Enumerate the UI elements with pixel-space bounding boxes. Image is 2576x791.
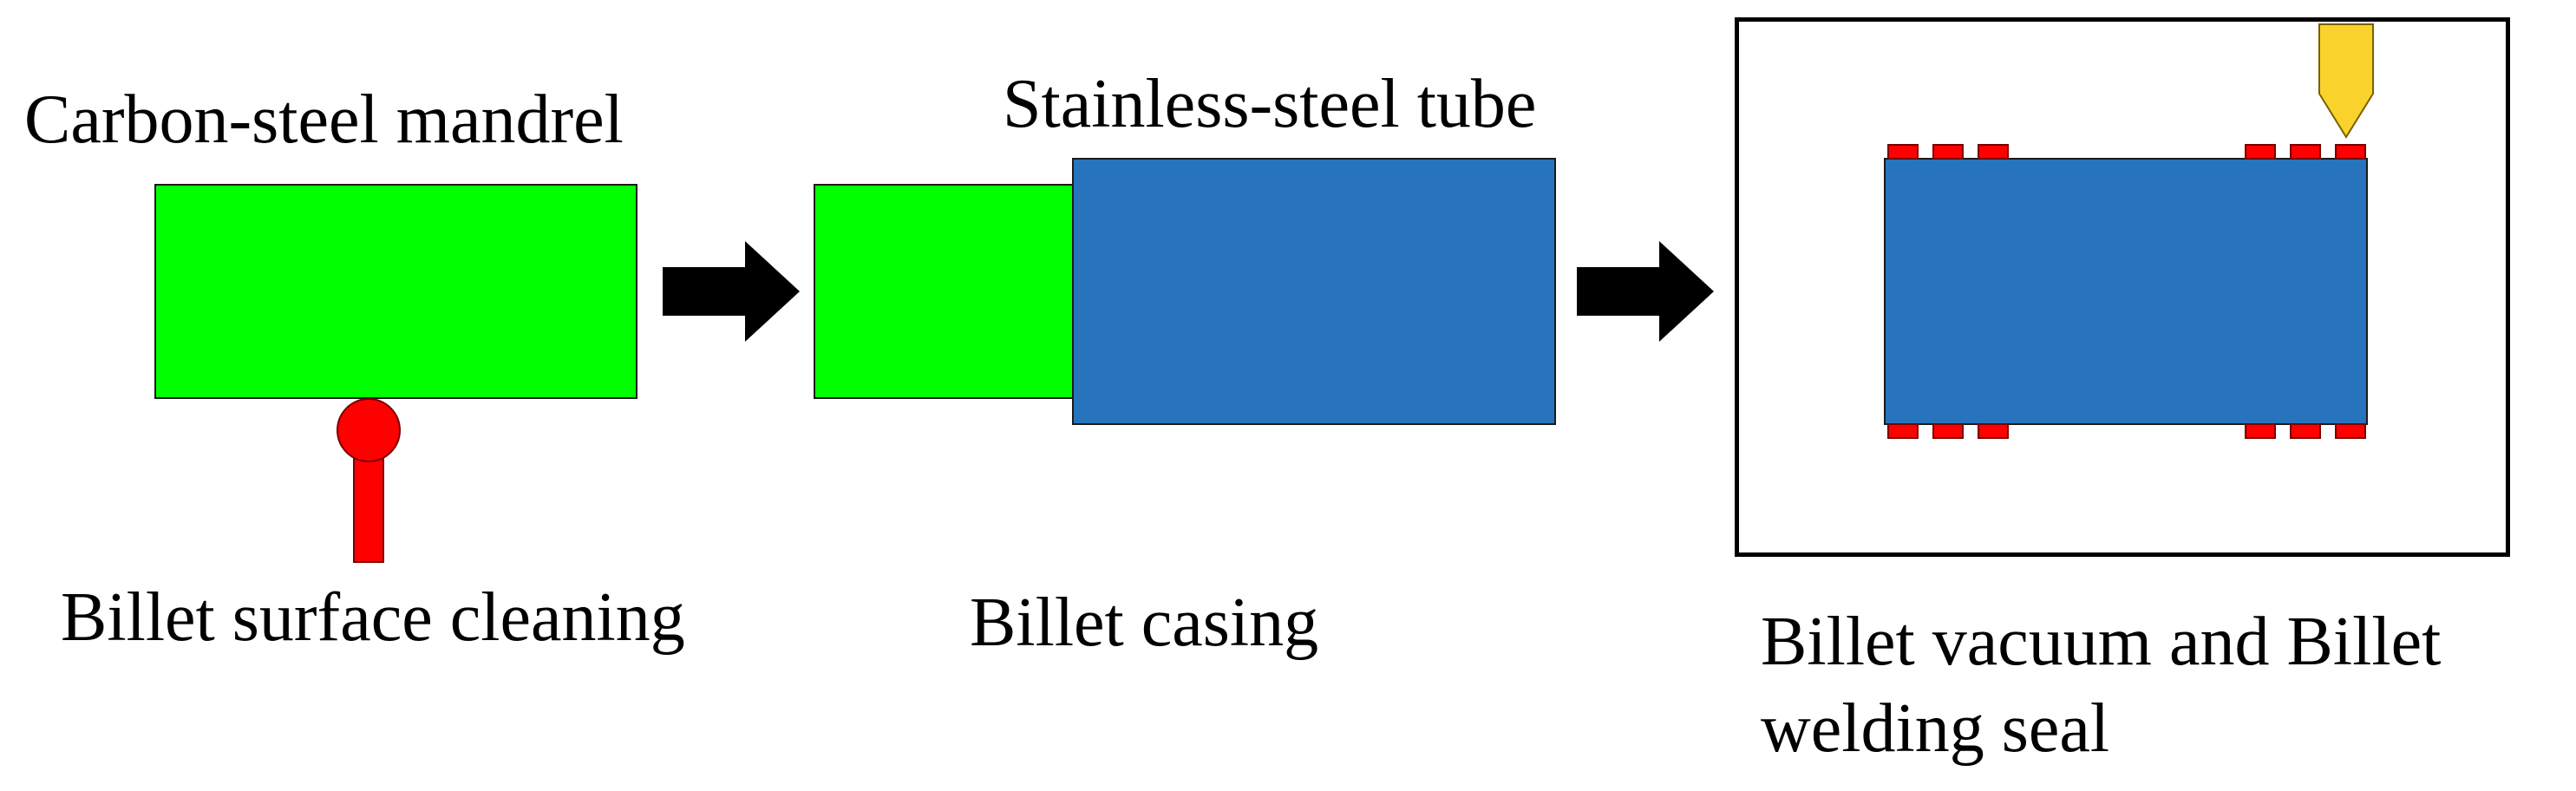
cleaning-label: Billet surface cleaning bbox=[61, 579, 685, 656]
process-arrow-2 bbox=[1577, 241, 1714, 342]
clamp-bottom-1 bbox=[1887, 423, 1919, 439]
vacuum-label-line-2: welding seal bbox=[1761, 690, 2110, 767]
vacuum-label-line-1: Billet vacuum and Billet bbox=[1761, 604, 2442, 680]
stainless-steel-tube bbox=[1072, 158, 1556, 425]
clamp-top-2 bbox=[1932, 144, 1964, 160]
vacuum-chamber bbox=[1735, 17, 2510, 557]
clamp-bottom-5 bbox=[2290, 423, 2321, 439]
tube-label: Stainless-steel tube bbox=[1003, 66, 1537, 142]
clamp-top-3 bbox=[1978, 144, 2009, 160]
process-arrow-1 bbox=[663, 241, 800, 342]
carbon-steel-mandrel bbox=[154, 184, 637, 399]
clamp-top-1 bbox=[1887, 144, 1919, 160]
casing-mandrel-part bbox=[814, 184, 1074, 399]
clamp-top-4 bbox=[2245, 144, 2276, 160]
clamp-bottom-4 bbox=[2245, 423, 2276, 439]
clamp-bottom-3 bbox=[1978, 423, 2009, 439]
clamp-top-5 bbox=[2290, 144, 2321, 160]
clamp-top-6 bbox=[2335, 144, 2366, 160]
sealed-billet bbox=[1884, 158, 2368, 425]
cleaning-tool bbox=[337, 398, 401, 563]
clamp-bottom-2 bbox=[1932, 423, 1964, 439]
mandrel-label: Carbon-steel mandrel bbox=[24, 82, 624, 158]
cleaning-tool-head bbox=[337, 398, 401, 462]
welding-torch-icon bbox=[2318, 23, 2374, 139]
clamp-bottom-6 bbox=[2335, 423, 2366, 439]
casing-label: Billet casing bbox=[970, 585, 1319, 661]
